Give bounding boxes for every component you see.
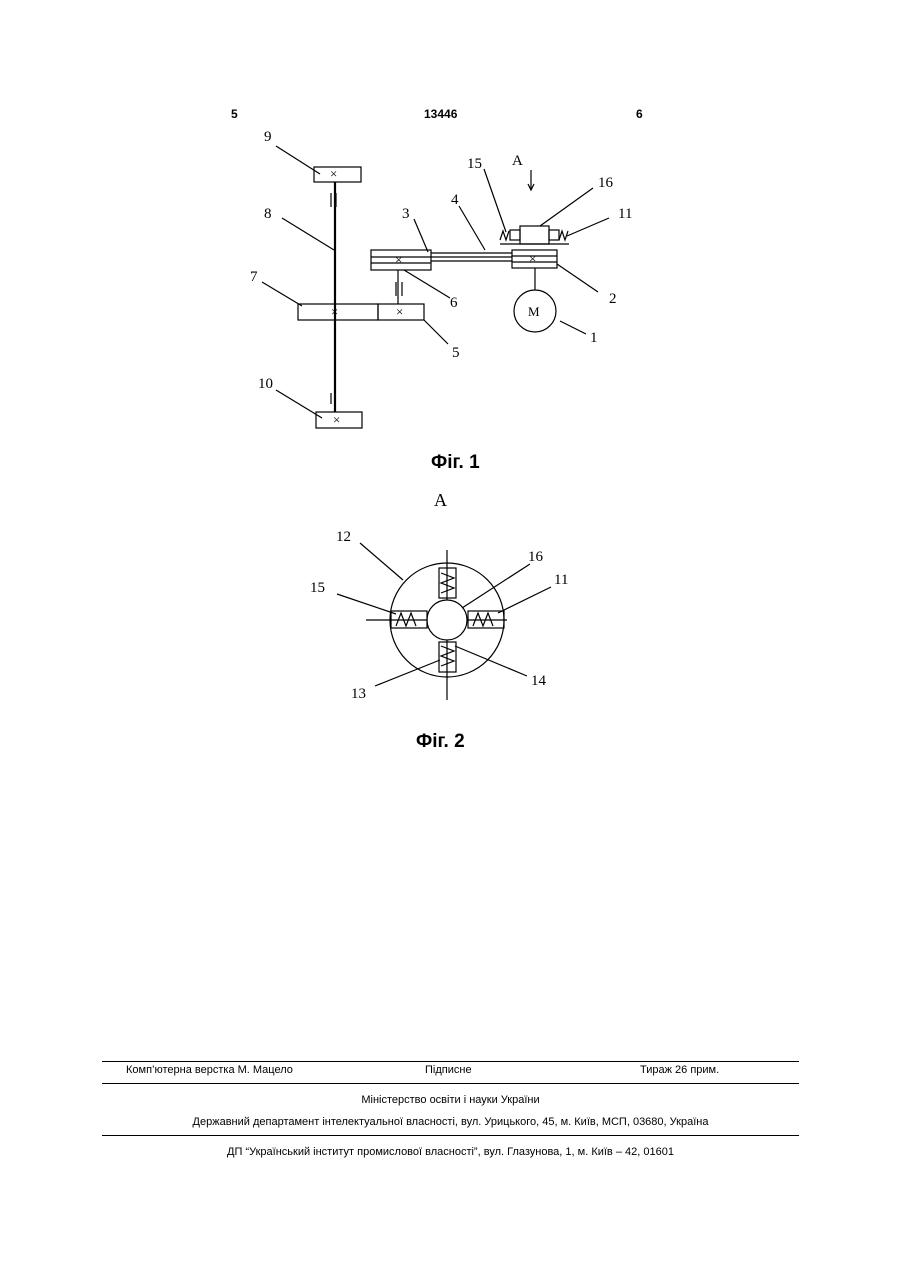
fig2-label-14: 14: [531, 673, 547, 689]
label-5: 5: [452, 345, 460, 361]
fig2-label-12: 12: [336, 529, 351, 545]
svg-text:×: ×: [395, 252, 402, 267]
label-10: 10: [258, 376, 273, 392]
footer-department: Державний департамент інтелектуальної вл…: [102, 1116, 799, 1128]
fig2-label-13: 13: [351, 686, 366, 702]
label-4: 4: [451, 192, 459, 208]
label-6: 6: [450, 295, 458, 311]
label-16: 16: [598, 175, 614, 191]
view-a-label: А: [512, 153, 523, 169]
footer-institute: ДП “Український інститут промислової вла…: [102, 1146, 799, 1158]
pulley-9: [314, 167, 361, 182]
label-9: 9: [264, 129, 272, 145]
figure2-caption: Фіг. 2: [416, 731, 465, 753]
footer-rule-top: [102, 1061, 799, 1062]
patent-drawings: × × × × ×: [0, 0, 901, 780]
label-2: 2: [609, 291, 617, 307]
label-1: 1: [590, 330, 598, 346]
svg-text:×: ×: [331, 304, 338, 319]
footer-composer: Комп’ютерна верстка М. Мацело: [126, 1064, 293, 1076]
fig2-label-16: 16: [528, 549, 544, 565]
figure2-drawing: [337, 543, 551, 700]
svg-text:×: ×: [333, 412, 340, 427]
footer-ministry: Міністерство освіти і науки України: [102, 1094, 799, 1106]
svg-text:×: ×: [529, 251, 536, 266]
fig2-label-11: 11: [554, 572, 568, 588]
hub-16: [427, 600, 467, 640]
motor-label: М: [528, 304, 540, 319]
fig2-label-15: 15: [310, 580, 325, 596]
figure1-caption: Фіг. 1: [431, 452, 480, 474]
figure1-drawing: × × × × ×: [262, 146, 609, 428]
label-3: 3: [402, 206, 410, 222]
label-8: 8: [264, 206, 272, 222]
label-11: 11: [618, 206, 632, 222]
svg-text:×: ×: [396, 304, 403, 319]
footer-signed: Підписне: [425, 1064, 472, 1076]
clutch-16: [520, 226, 549, 244]
footer-circulation: Тираж 26 прим.: [640, 1064, 719, 1076]
footer-rule-middle: [102, 1083, 799, 1084]
figure2-view-title: А: [434, 490, 447, 511]
svg-text:×: ×: [330, 166, 337, 181]
label-15: 15: [467, 156, 482, 172]
footer-rule-bottom: [102, 1135, 799, 1136]
label-7: 7: [250, 269, 258, 285]
